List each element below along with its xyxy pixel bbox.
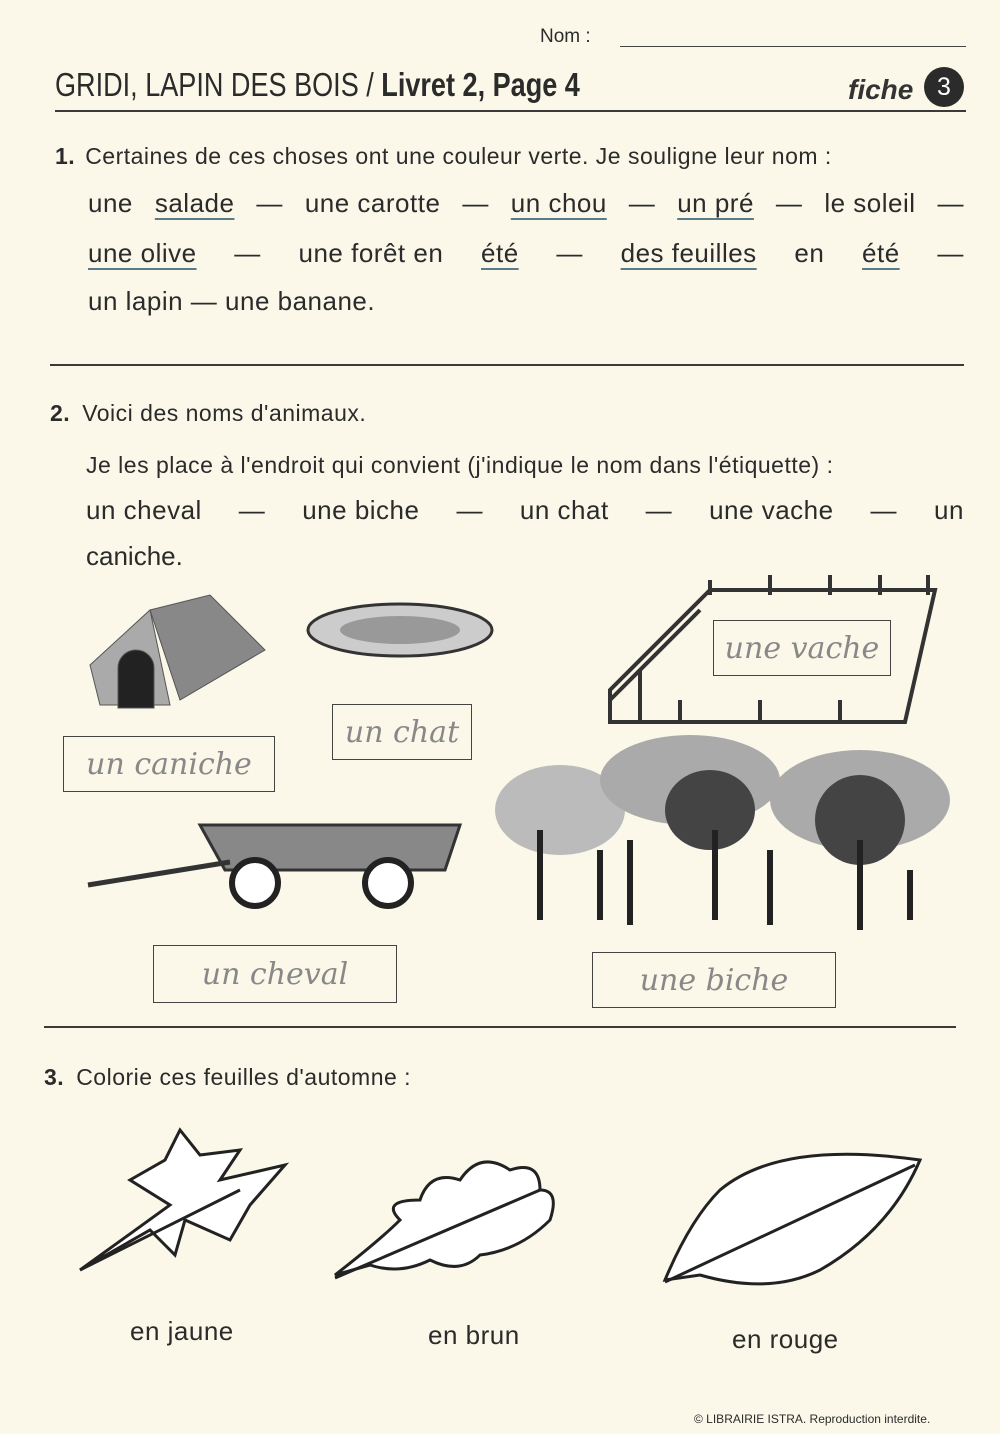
basket-illustration — [306, 602, 494, 658]
title-page: Livret 2, Page 4 — [381, 66, 580, 103]
underlined-word: une olive — [88, 238, 197, 268]
label-forest[interactable]: une biche — [592, 952, 836, 1008]
sentence-fragment: — — [628, 188, 656, 218]
title-series: GRIDI, LAPIN DES BOIS / — [55, 66, 374, 103]
oak-leaf-illustration — [334, 1160, 555, 1277]
sentence-fragment: le soleil — [824, 188, 916, 218]
sentence-fragment: une carotte — [304, 188, 441, 218]
sentence-fragment: — — [645, 495, 673, 525]
sentence-fragment: un — [933, 495, 964, 525]
q3-number: 3. — [44, 1064, 65, 1090]
page-title: GRIDI, LAPIN DES BOIS / Livret 2, Page 4 — [55, 66, 580, 104]
fiche-label: fiche — [848, 74, 914, 105]
leaves-illustrations — [79, 1127, 923, 1286]
q3-text: Colorie ces feuilles d'automne : — [76, 1064, 412, 1090]
header-divider — [55, 110, 966, 112]
name-label: Nom : — [540, 26, 591, 47]
caption-red: en rouge — [732, 1324, 839, 1354]
sentence-fragment: une forêt en — [298, 238, 444, 268]
label-enclosure[interactable]: une vache — [713, 620, 891, 676]
q2-instruction: 2. Voici des noms d'animaux. — [50, 400, 366, 427]
q3-instruction: 3. Colorie ces feuilles d'automne : — [44, 1064, 411, 1091]
underlined-word: été — [481, 238, 519, 268]
sentence-fragment: une vache — [709, 495, 834, 525]
sentence-fragment: — — [238, 495, 266, 525]
sentence-fragment: une — [88, 188, 133, 218]
q1-text: Certaines de ces choses ont une couleur … — [85, 143, 832, 169]
underlined-word: été — [862, 238, 900, 268]
label-basket[interactable]: un chat — [332, 704, 472, 760]
q2-line-1: un cheval — une biche — un chat — une vache — un — [86, 495, 964, 526]
enclosure-illustration — [608, 575, 938, 724]
label-kennel[interactable]: un caniche — [63, 736, 275, 792]
sentence-fragment: — — [775, 188, 803, 218]
name-field-line[interactable] — [620, 46, 966, 47]
wagon-illustration — [87, 823, 463, 909]
q2-line-2: caniche. — [86, 541, 183, 571]
underlined-word: un pré — [677, 188, 754, 218]
underlined-word: un chou — [510, 188, 607, 218]
q1-line-1: une salade — une carotte — un chou — un pré — le… — [88, 188, 964, 219]
q2-text-2: Je les place à l'endroit qui convient (j… — [86, 452, 834, 478]
underlined-word: salade — [154, 188, 235, 218]
q2-number: 2. — [50, 400, 71, 426]
animal-scene-illustrations — [87, 575, 950, 930]
q1-number: 1. — [55, 143, 76, 169]
fiche-number-badge: 3 — [924, 67, 964, 107]
q1-instruction: 1. Certaines de ces choses ont une couleu… — [55, 143, 965, 170]
sentence-fragment: une biche — [302, 495, 420, 525]
caption-yellow: en jaune — [130, 1316, 234, 1346]
section-divider — [44, 1026, 956, 1028]
sentence-fragment: — — [937, 238, 964, 268]
sentence-fragment: — — [870, 495, 898, 525]
underlined-word: des feuilles — [620, 238, 757, 268]
maple-leaf-illustration — [79, 1127, 290, 1272]
sentence-fragment: — — [556, 238, 583, 268]
q1-line-3: un lapin — une banane. — [88, 286, 964, 317]
forest-illustration — [495, 735, 950, 930]
sentence-fragment: — — [256, 188, 283, 218]
section-divider — [50, 364, 964, 366]
sentence-fragment: — — [937, 188, 964, 218]
sentence-fragment: — — [456, 495, 483, 525]
label-wagon[interactable]: un cheval — [153, 945, 397, 1003]
q1-line-2: une olive — une forêt en été — des feuilles e… — [88, 238, 964, 269]
q2-text-1: Voici des noms d'animaux. — [82, 400, 367, 426]
sentence-fragment: un chat — [519, 495, 609, 525]
sentence-fragment: en — [794, 238, 825, 268]
sentence-fragment: un cheval — [86, 495, 202, 525]
sentence-fragment: — — [462, 188, 489, 218]
sentence-fragment: — — [234, 238, 261, 268]
copyright-notice: © LIBRAIRIE ISTRA. Reproduction interdit… — [694, 1412, 931, 1426]
caption-brown: en brun — [428, 1320, 520, 1350]
kennel-illustration — [89, 594, 266, 709]
sentence-fragment: un lapin — une banane. — [88, 286, 376, 316]
